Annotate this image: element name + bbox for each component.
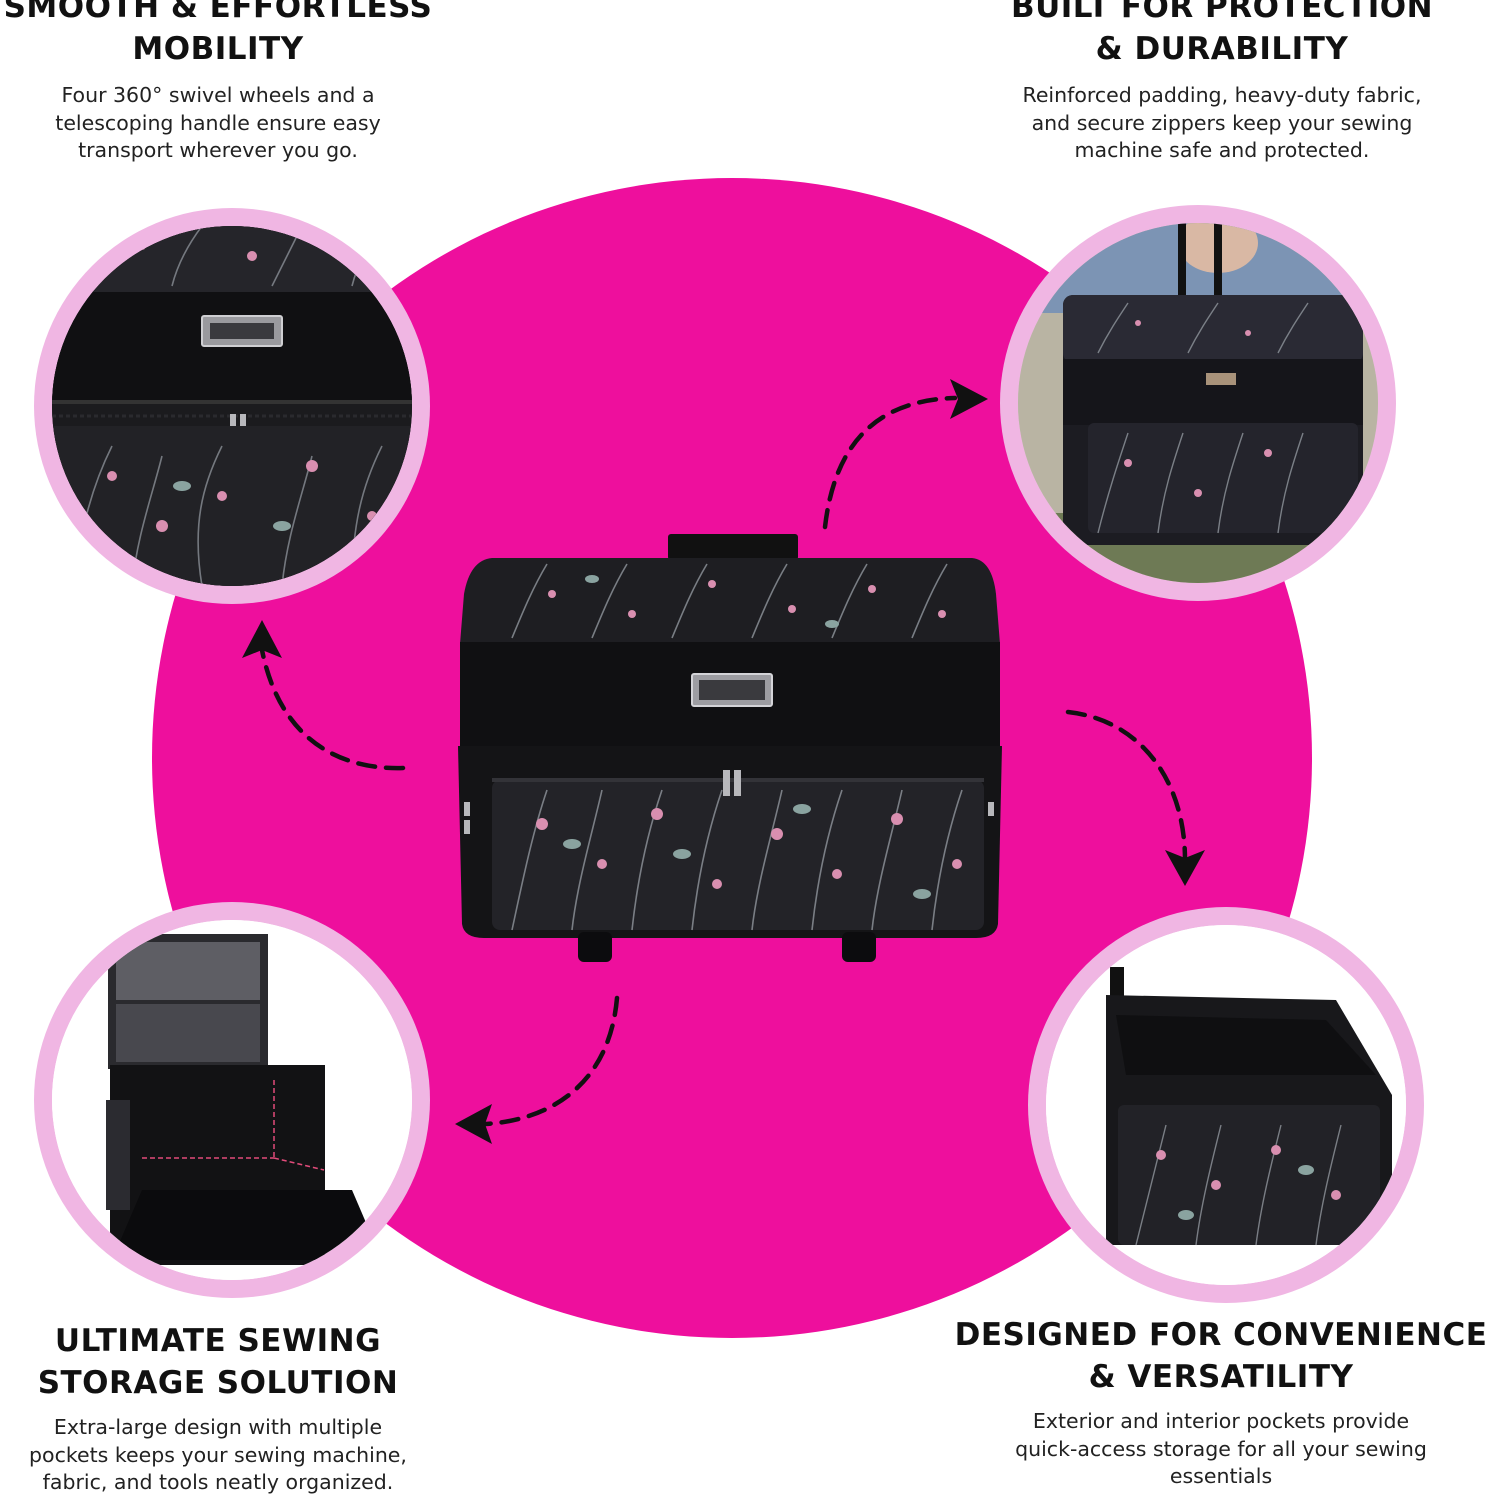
photo-bag-interior [52, 920, 412, 1280]
feature-storage-title: ULTIMATE SEWING STORAGE SOLUTION [37, 1323, 399, 1401]
feature-mobility-description: Four 360° swivel wheels and a telescopin… [55, 83, 381, 162]
closeup-bag-illustration [52, 226, 412, 586]
feature-protection-title: BUILT FOR PROTECTION & DURABILITY [1010, 0, 1434, 67]
feature-mobility: SMOOTH & EFFORTLESS MOBILITY Four 360° s… [0, 0, 436, 165]
outdoor-bag-illustration [1018, 223, 1378, 583]
rolling-sewing-bag [452, 534, 1012, 970]
photo-bag-outdoors [1018, 223, 1378, 583]
feature-storage: ULTIMATE SEWING STORAGE SOLUTION Extra-l… [0, 1320, 436, 1495]
feature-storage-description: Extra-large design with multiple pockets… [29, 1415, 407, 1494]
photo-closeup-front-pocket [52, 226, 412, 586]
feature-protection-description: Reinforced padding, heavy-duty fabric, a… [1022, 83, 1422, 162]
feature-convenience: DESIGNED FOR CONVENIENCE & VERSATILITY E… [942, 1314, 1500, 1491]
side-bag-illustration [1046, 925, 1406, 1285]
feature-convenience-title: DESIGNED FOR CONVENIENCE & VERSATILITY [954, 1317, 1488, 1395]
feature-convenience-description: Exterior and interior pockets provide qu… [1015, 1409, 1427, 1488]
interior-bag-illustration [52, 920, 412, 1280]
feature-protection: BUILT FOR PROTECTION & DURABILITY Reinfo… [972, 0, 1472, 165]
photo-bag-side-view [1046, 925, 1406, 1285]
feature-mobility-title: SMOOTH & EFFORTLESS MOBILITY [3, 0, 433, 67]
bag-illustration [458, 534, 1002, 962]
